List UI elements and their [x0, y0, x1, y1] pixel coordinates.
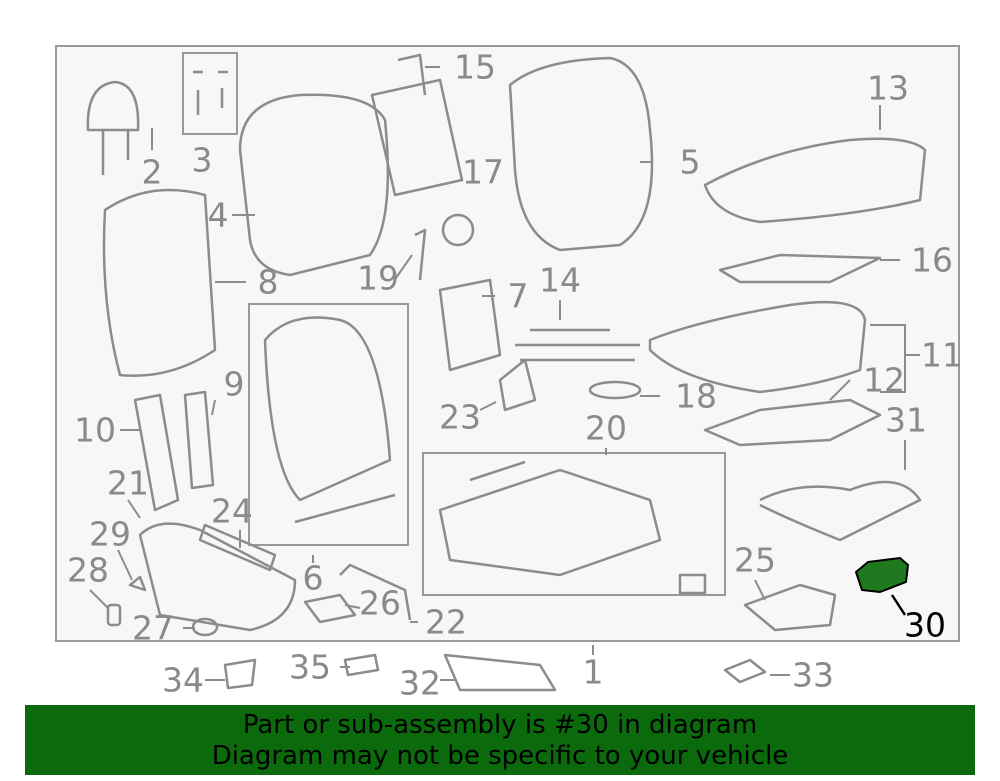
callout-28: 28 — [67, 550, 109, 590]
part-35-clip — [343, 653, 380, 677]
callout-3: 3 — [191, 140, 213, 180]
callout-14: 14 — [539, 260, 581, 300]
part-7-bracket — [438, 278, 502, 372]
leader-lines — [89, 66, 920, 681]
part-5-back-cushion — [508, 56, 654, 252]
part-11-seat-cushion — [648, 300, 867, 394]
callout-35: 35 — [289, 647, 331, 687]
part-3-box — [182, 52, 238, 135]
callout-24: 24 — [211, 491, 253, 531]
part-6-box — [248, 303, 409, 546]
part-3-guides — [193, 70, 228, 115]
callout-25: 25 — [734, 540, 776, 580]
part-30-module — [855, 557, 909, 593]
part-8-back-panel — [102, 188, 217, 377]
callout-7: 7 — [507, 276, 529, 316]
part-12-pad — [703, 398, 882, 447]
callout-9: 9 — [223, 364, 245, 404]
callout-16: 16 — [911, 240, 953, 280]
callout-30-highlighted: 30 — [904, 605, 946, 645]
callout-8: 8 — [257, 262, 279, 302]
part-18-fan — [588, 380, 642, 400]
callout-19: 19 — [357, 258, 399, 298]
callout-27: 27 — [132, 608, 174, 648]
banner-line-1: Part or sub-assembly is #30 in diagram — [242, 710, 758, 740]
part-28-knob — [106, 603, 122, 627]
callout-4: 4 — [207, 195, 229, 235]
banner-line-2: Diagram may not be specific to your vehi… — [211, 741, 789, 771]
callout-23: 23 — [439, 397, 481, 437]
callout-33: 33 — [792, 655, 834, 695]
part-2-headrest — [86, 80, 140, 175]
part-14-springs — [515, 328, 640, 362]
callout-34: 34 — [162, 660, 204, 700]
callout-29: 29 — [89, 514, 131, 554]
callout-26: 26 — [359, 583, 401, 623]
callout-20: 20 — [585, 408, 627, 448]
callout-15: 15 — [454, 47, 496, 87]
part-34-clip — [223, 658, 257, 690]
part-16-heater — [718, 253, 882, 284]
part-13-cushion-cover — [703, 137, 927, 224]
part-31-harness — [759, 480, 922, 542]
callout-22: 22 — [425, 602, 467, 642]
part-26-switch — [303, 593, 357, 624]
part-19-bracket — [414, 228, 427, 281]
part-29-knob — [128, 575, 147, 592]
callout-13: 13 — [867, 68, 909, 108]
part-22-cable — [339, 563, 412, 621]
part-23-cover — [498, 358, 537, 412]
part-6-back-frame — [263, 316, 396, 524]
callout-18: 18 — [675, 376, 717, 416]
part-20-box — [422, 452, 726, 596]
part-24-trim — [198, 523, 277, 572]
callout-31: 31 — [885, 400, 927, 440]
part-20-seat-adjuster — [438, 460, 662, 577]
callout-11: 11 — [921, 335, 963, 375]
callout-5: 5 — [679, 142, 701, 182]
callout-6: 6 — [302, 558, 324, 598]
part-4-back-cover — [238, 93, 390, 277]
part-33-clip — [723, 658, 767, 684]
part-9-trim — [183, 390, 215, 490]
callout-1: 1 — [582, 652, 604, 692]
callout-17: 17 — [462, 152, 504, 192]
part-25-bracket — [743, 583, 837, 632]
info-banner: Part or sub-assembly is #30 in diagram D… — [25, 705, 975, 775]
part-20-motor — [678, 573, 707, 595]
callout-2: 2 — [141, 152, 163, 192]
part-21-side-shield — [138, 522, 297, 632]
callout-21: 21 — [107, 463, 149, 503]
part-32-trim — [443, 653, 557, 692]
callout-32: 32 — [399, 663, 441, 703]
part-15-lumbar — [370, 53, 464, 197]
callout-10: 10 — [74, 410, 116, 450]
part-10-trim — [133, 393, 180, 512]
part-17-motor — [441, 213, 475, 247]
part-30-leader — [890, 594, 907, 616]
callout-12: 12 — [863, 360, 905, 400]
